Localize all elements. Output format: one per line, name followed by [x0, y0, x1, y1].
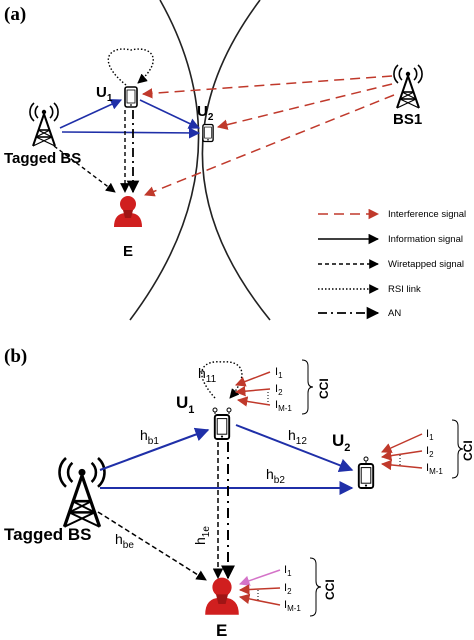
bs1-tower-icon [392, 64, 424, 109]
u1-phone-icon-b [213, 414, 231, 440]
label-h1e: h1e [192, 526, 212, 545]
tagged-bs-label-a: Tagged BS [4, 150, 81, 167]
cci-u1-im1: IM-1 [275, 399, 292, 413]
panel-a: (a) Tagged BS BS1 U1 [4, 0, 466, 321]
cci-u2-brace [451, 419, 464, 479]
svg-text:U1: U1 [96, 84, 113, 104]
svg-text:I1: I1 [275, 366, 283, 380]
svg-text:hbe: hbe [115, 531, 134, 551]
u2-phone-icon [202, 123, 214, 143]
svg-text:IM-1: IM-1 [284, 599, 301, 613]
tagged-bs-label-b: Tagged BS [4, 525, 92, 544]
svg-text:IM-1: IM-1 [275, 399, 292, 413]
panel-b-label: (b) [4, 346, 27, 367]
info-u1-to-u2 [139, 99, 201, 129]
tagged-bs-tower-icon [28, 102, 60, 147]
info-bs-to-u1 [59, 99, 123, 129]
cci-u1-arrow-2 [234, 385, 271, 397]
eve-person-icon [114, 196, 142, 227]
link-hb1 [99, 427, 210, 471]
svg-text:I2: I2 [426, 445, 434, 459]
svg-text:U1: U1 [176, 393, 194, 416]
cci-eve-brace [309, 557, 322, 617]
link-h12 [235, 424, 354, 472]
cci-group-eve: I1 I2 IM-1 CCI [238, 557, 337, 617]
cci-u1-arrow-3 [236, 396, 271, 407]
svg-text:I1: I1 [426, 428, 434, 442]
cell-boundary-left [129, 0, 200, 321]
cci-eve-i2: I2 [284, 582, 292, 596]
cci-u2-i2: I2 [426, 445, 434, 459]
svg-text:hb1: hb1 [140, 427, 159, 447]
cci-u2-im1: IM-1 [426, 462, 443, 476]
svg-text:h1e: h1e [192, 526, 212, 545]
u2-phone-icon-b [357, 463, 375, 489]
cci-eve-arrow-1 [239, 569, 281, 586]
interf-bs1-to-u2 [216, 83, 393, 130]
svg-text:hb2: hb2 [266, 466, 285, 486]
cci-u2-arrow-1 [381, 433, 423, 453]
legend-label-wiretapped: Wiretapped signal [388, 259, 464, 270]
cci-u1-i2: I2 [275, 383, 283, 397]
link-hbe [97, 511, 207, 581]
wiretap-bs-to-eve [53, 145, 116, 193]
svg-text:U2: U2 [332, 431, 350, 454]
u2-label-b: U2 [332, 431, 350, 454]
label-hbe: hbe [115, 531, 134, 551]
interf-bs1-to-u1 [141, 75, 393, 99]
cci-u1-brace [301, 359, 314, 415]
u1-label-a: U1 [96, 84, 113, 104]
legend-label-information: Information signal [388, 234, 463, 245]
legend: Interference signal Information signal W… [318, 208, 466, 320]
eve-label-b: E [216, 621, 227, 640]
svg-text:h12: h12 [288, 427, 307, 447]
cci-eve-arrow-3 [238, 593, 281, 606]
legend-label-interference: Interference signal [388, 209, 466, 220]
label-h12: h12 [288, 427, 307, 447]
cci-u2-arrow-2 [380, 450, 423, 461]
rsi-loop [107, 48, 154, 86]
cell-boundary-right [201, 0, 271, 321]
cci-u2-label: CCI [461, 440, 474, 461]
info-bs-to-u2 [61, 127, 201, 139]
eve-label-a: E [123, 243, 133, 260]
cci-u2-arrow-3 [380, 459, 423, 471]
cci-group-u1: I1 I2 IM-1 CCI [234, 359, 331, 415]
cci-u1-i1: I1 [275, 366, 283, 380]
cci-eve-label: CCI [323, 579, 337, 600]
u2-antenna-icon [363, 456, 369, 463]
panel-b: (b) h11 hb1 h12 hb2 h1e hbe [4, 346, 474, 640]
svg-text:I2: I2 [275, 383, 283, 397]
label-hb2: hb2 [266, 466, 285, 486]
cci-eve-i1: I1 [284, 564, 292, 578]
svg-text:I2: I2 [284, 582, 292, 596]
cci-u2-i1: I1 [426, 428, 434, 442]
tagged-bs-tower-icon-b [57, 456, 107, 529]
cci-group-u2: I1 I2 IM-1 CCI [380, 419, 474, 479]
cci-eve-im1: IM-1 [284, 599, 301, 613]
u2-label-a: U2 [197, 103, 214, 123]
svg-text:I1: I1 [284, 564, 292, 578]
interf-bs1-to-eve [144, 94, 395, 197]
cci-u1-label: CCI [317, 378, 331, 399]
label-h11: h11 [198, 365, 217, 385]
bs1-label: BS1 [393, 111, 422, 128]
eve-person-icon-b [205, 577, 239, 615]
cci-u1-arrow-1 [235, 371, 271, 387]
cci-eve-arrow-2 [238, 584, 281, 595]
svg-text:h11: h11 [198, 365, 217, 385]
svg-text:IM-1: IM-1 [426, 462, 443, 476]
panel-a-label: (a) [4, 4, 26, 25]
u1-phone-icon [124, 86, 138, 108]
legend-label-rsi: RSI link [388, 284, 421, 295]
u1-label-b: U1 [176, 393, 194, 416]
legend-label-an: AN [388, 308, 401, 319]
u1-antenna-icon [212, 407, 232, 414]
svg-text:U2: U2 [197, 103, 214, 123]
label-hb1: hb1 [140, 427, 159, 447]
